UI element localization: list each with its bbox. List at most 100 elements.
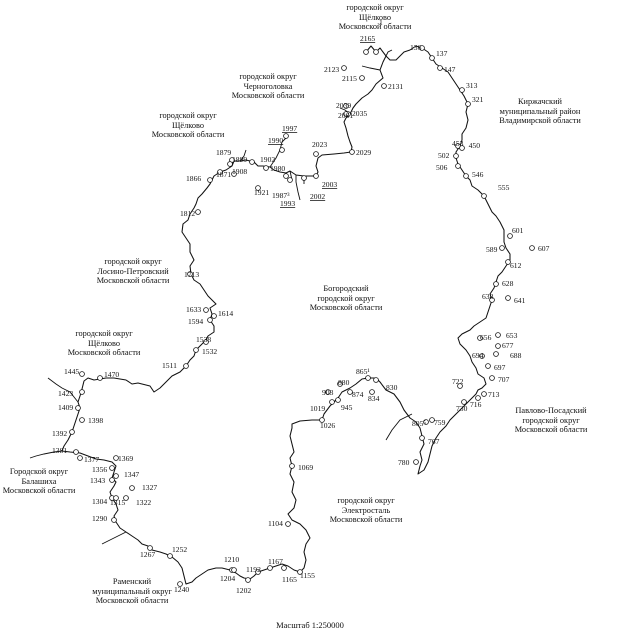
boundary-point-marker	[461, 399, 467, 405]
boundary-point-label: 653	[506, 331, 518, 340]
boundary-point-marker	[313, 151, 319, 157]
boundary-point-label: 1899	[232, 155, 247, 164]
boundary-point-label: 1369	[118, 454, 133, 463]
boundary-point-marker	[329, 399, 335, 405]
boundary-point-marker	[129, 485, 135, 491]
boundary-point-label: 1902	[260, 155, 275, 164]
boundary-point-marker	[419, 435, 425, 441]
boundary-point-label: 1423	[58, 389, 73, 398]
boundary-point-label: 2002	[310, 192, 325, 201]
boundary-point-marker	[113, 473, 119, 479]
boundary-point-label: 1356	[92, 465, 107, 474]
boundary-point-marker	[429, 55, 435, 61]
boundary-point-label: 722	[452, 377, 464, 386]
region-line: Лосино-Петровский	[97, 266, 169, 276]
region-line: городской округ	[159, 111, 217, 120]
boundary-point-label: 546	[472, 170, 484, 179]
region-line: Московской области	[309, 303, 383, 312]
boundary-point-marker	[485, 363, 491, 369]
boundary-point-marker	[255, 569, 261, 575]
boundary-point-label: 641	[514, 296, 526, 305]
boundary-point-label: 2039	[336, 101, 351, 110]
boundary-point-marker	[187, 271, 193, 277]
boundary-point-label: 1315	[110, 498, 125, 507]
region-label-bogorodsky: Богородский городской округ Московской о…	[304, 284, 388, 313]
boundary-point-label: 2131	[388, 82, 403, 91]
region-line: Щёлково	[359, 12, 391, 22]
boundary-point-label: 2035	[352, 109, 367, 118]
boundary-point-label: 1538	[196, 335, 211, 344]
region-line: Городской округ	[9, 467, 69, 476]
boundary-point-marker	[281, 565, 287, 571]
boundary-point-marker	[97, 375, 103, 381]
boundary-point-label: 1980	[270, 164, 285, 173]
region-line: Раменский	[112, 577, 152, 586]
boundary-point-marker	[325, 389, 331, 395]
region-label-pavlovo: Павлово-Посадский городской округ Москов…	[502, 406, 600, 435]
boundary-point-label: 1921	[254, 188, 269, 197]
boundary-point-label: 612	[510, 261, 522, 270]
boundary-point-marker	[207, 177, 213, 183]
boundary-point-marker	[369, 389, 375, 395]
region-label-shchelkovo-left: городской округ Щёлково Московской облас…	[148, 111, 228, 140]
boundary-point-label: 1210	[224, 555, 239, 564]
boundary-point-label: 1993	[280, 199, 295, 208]
boundary-point-label: 1392	[52, 429, 67, 438]
boundary-point-marker	[313, 173, 319, 179]
boundary-point-label: 1240	[174, 585, 189, 594]
boundary-point-label: 1398	[88, 416, 103, 425]
boundary-point-label: 903	[322, 388, 334, 397]
boundary-point-label: 767	[428, 437, 440, 446]
boundary-point-label: 147	[444, 65, 456, 74]
region-label-elektrostal: городской округ Электросталь Московской …	[324, 496, 408, 525]
boundary-point-marker	[341, 65, 347, 71]
boundary-point-label: 1594	[188, 317, 203, 326]
boundary-point-marker	[267, 565, 273, 571]
boundary-point-marker	[217, 169, 223, 175]
boundary-point-marker	[499, 245, 505, 251]
boundary-point-marker	[479, 353, 485, 359]
boundary-point-label: 601	[512, 226, 524, 235]
boundary-point-label: 1990	[268, 136, 283, 145]
boundary-point-label: 1322	[136, 498, 151, 507]
boundary-spur	[385, 49, 393, 57]
boundary-point-label: 607	[538, 244, 550, 253]
boundary-point-marker	[123, 495, 129, 501]
boundary-point-marker	[319, 417, 325, 423]
boundary-point-marker	[147, 545, 153, 551]
boundary-point-label: 1290	[92, 514, 107, 523]
boundary-point-label: 450	[469, 141, 481, 150]
boundary-point-marker	[347, 389, 353, 395]
boundary-point-label: 2029	[356, 148, 371, 157]
region-line: Киржачский	[518, 97, 562, 106]
region-line: Павлово-Посадский	[515, 406, 587, 415]
boundary-point-label: 1866	[186, 174, 201, 183]
boundary-spur	[269, 137, 287, 168]
boundary-point-marker	[359, 75, 365, 81]
region-label-shchelkovo-low: городской округ Щёлково Московской облас…	[64, 329, 144, 358]
boundary-point-label: 1713	[184, 270, 199, 279]
region-line: Черноголовка	[243, 81, 293, 91]
boundary-point-label: 1267	[140, 550, 155, 559]
boundary-point-label: 1019	[310, 404, 325, 413]
boundary-point-label: 1252	[172, 545, 187, 554]
boundary-point-marker	[453, 153, 459, 159]
boundary-point-label: 136	[410, 43, 422, 52]
boundary-point-label: 1381	[52, 446, 67, 455]
boundary-point-label: 502	[438, 151, 450, 160]
boundary-point-marker	[245, 577, 251, 583]
region-line: Владимирской области	[499, 116, 581, 125]
boundary-point-marker	[183, 363, 189, 369]
boundary-point-label: 759	[434, 418, 446, 427]
boundary-point-marker	[335, 397, 341, 403]
boundary-point-label: 137	[436, 49, 448, 58]
boundary-point-marker	[419, 45, 425, 51]
region-line: городской округ	[522, 415, 580, 425]
region-line: городской округ	[239, 72, 297, 81]
boundary-point-marker	[207, 317, 213, 323]
boundary-point-label: 2123	[324, 65, 339, 74]
region-label-shchelkovo-top: городской округ Щёлково Московской облас…	[332, 3, 418, 32]
boundary-point-marker	[285, 521, 291, 527]
boundary-point-marker	[343, 103, 349, 109]
